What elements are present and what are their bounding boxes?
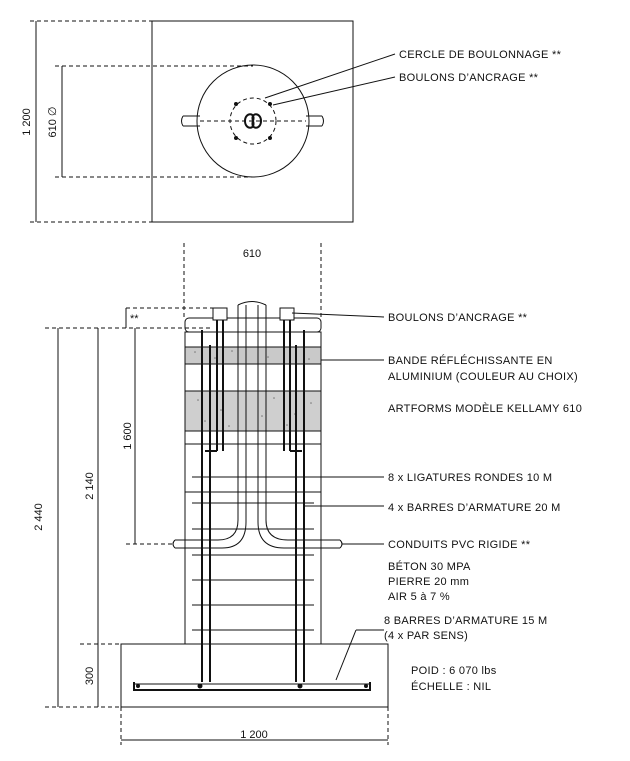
label-ties: 8 x LIGATURES RONDES 10 M	[388, 472, 552, 484]
label-model: ARTFORMS MODÈLE KELLAMY 610	[388, 402, 582, 415]
label-concrete-3: AIR 5 à 7 %	[388, 591, 450, 603]
leader-anchor-bolts-elev	[291, 312, 385, 318]
label-scale: ÉCHELLE : NIL	[411, 680, 491, 693]
leader-anchor-bolts-plan	[272, 76, 396, 106]
leader-rebar-15	[335, 629, 357, 681]
elev-dim-overall-text: 2 440	[33, 503, 45, 531]
label-rebar-15-2: (4 x PAR SENS)	[384, 630, 468, 642]
elev-dim-bolt-text: **	[130, 313, 139, 325]
elev-dim-above-footing-text: 2 140	[84, 472, 96, 500]
label-concrete-1: BÉTON 30 MPA	[388, 560, 471, 573]
plan-dim-circle-text: 610 ∅	[47, 107, 59, 138]
elev-dim-top-text: 610	[243, 248, 261, 260]
plan-footing-outline	[151, 20, 354, 223]
central-conduits	[172, 301, 343, 549]
reflective-band-upper	[184, 346, 322, 365]
plan-conduit-symbol	[243, 113, 263, 129]
elev-dim-bollard-text: 1 600	[122, 422, 134, 450]
label-concrete-2: PIERRE 20 mm	[388, 576, 469, 588]
label-weight: POID : 6 070 lbs	[411, 665, 497, 677]
elev-dim-footing-width-text: 1 200	[240, 729, 268, 741]
label-rebar-15-1: 8 BARRES D’ARMATURE 15 M	[384, 615, 547, 627]
plan-anchor-bolt	[234, 102, 238, 106]
label-rebar-20: 4 x BARRES D’ARMATURE 20 M	[388, 502, 561, 514]
plan-view: 1 200 610 ∅ CERCLE DE BOULONNAGE ** BOUL…	[21, 20, 562, 223]
footing	[120, 643, 389, 708]
plan-anchor-bolt	[268, 136, 272, 140]
label-reflective-band-2: ALUMINIUM (COULEUR AU CHOIX)	[388, 371, 578, 383]
label-anchor-bolts-elev: BOULONS D’ANCRAGE **	[388, 312, 528, 324]
footing-rebar	[133, 682, 371, 691]
elev-dim-footing-text: 300	[84, 667, 96, 685]
elevation-view: 610	[33, 243, 582, 745]
plan-anchor-bolt	[234, 136, 238, 140]
plan-anchor-bolt	[268, 102, 272, 106]
label-conduits: CONDUITS PVC RIGIDE **	[388, 539, 531, 551]
bollard-lower-section	[184, 430, 322, 445]
bollard-top-cap	[184, 317, 322, 333]
label-bolt-circle: CERCLE DE BOULONNAGE **	[399, 49, 562, 61]
bollard-upper-section	[184, 331, 322, 348]
vertical-rebar	[201, 330, 305, 682]
label-anchor-bolts-plan: BOULONS D’ANCRAGE **	[399, 72, 539, 84]
reflective-band-lower	[184, 390, 322, 432]
label-reflective-band-1: BANDE RÉFLÉCHISSANTE EN	[388, 354, 553, 367]
plan-dim-width-text: 1 200	[21, 108, 33, 136]
plan-conduit-left	[181, 115, 200, 127]
anchor-bolts-elev	[205, 307, 302, 452]
round-ties	[192, 476, 314, 631]
leader-bolt-circle	[264, 53, 396, 99]
plan-conduit-right	[306, 115, 324, 127]
bollard-middle-section	[184, 363, 322, 392]
